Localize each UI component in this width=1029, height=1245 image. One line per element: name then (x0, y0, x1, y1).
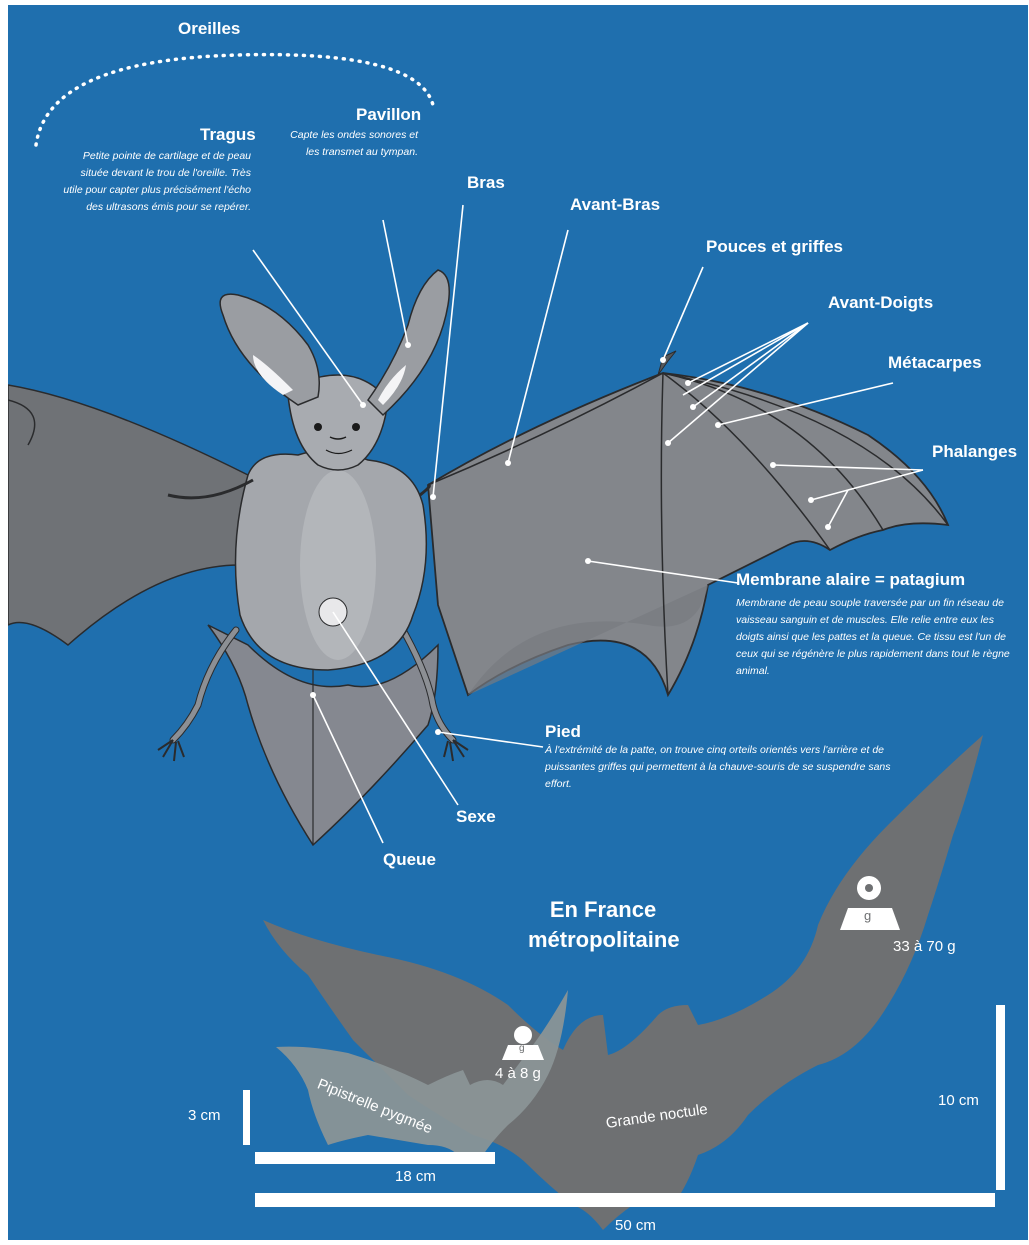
label-sexe: Sexe (456, 807, 496, 827)
right-foot (444, 740, 468, 761)
bat-anatomy-infographic: Oreilles Pavillon Capte les ondes sonore… (8, 5, 1028, 1240)
large-bat-span: 50 cm (615, 1217, 656, 1234)
ruler-18cm (255, 1152, 495, 1164)
pavillon-description: Capte les ondes sonores et les transmet … (283, 127, 418, 161)
label-pied: Pied (545, 722, 581, 742)
label-pavillon: Pavillon (356, 105, 421, 125)
weight-icon-large-letter: g (864, 908, 871, 923)
label-avant-doigts: Avant-Doigts (828, 293, 933, 313)
membrane-description: Membrane de peau souple traversée par un… (736, 595, 1021, 680)
large-bat-weight: 33 à 70 g (893, 938, 956, 955)
pied-description: À l'extrémité de la patte, on trouve cin… (545, 742, 900, 793)
label-bras: Bras (467, 173, 505, 193)
ruler-50cm (255, 1193, 995, 1207)
tragus-description: Petite pointe de cartilage et de peau si… (63, 148, 251, 216)
left-wing (8, 385, 248, 645)
large-bat-height: 10 cm (938, 1092, 979, 1109)
right-eye (352, 423, 360, 431)
label-pouces-griffes: Pouces et griffes (706, 237, 843, 257)
ruler-10cm (996, 1005, 1005, 1190)
weight-icon-small-letter: g (519, 1043, 525, 1054)
small-bat-span: 18 cm (395, 1168, 436, 1185)
small-bat-weight: 4 à 8 g (495, 1065, 541, 1082)
label-queue: Queue (383, 850, 436, 870)
label-oreilles: Oreilles (178, 19, 240, 39)
ruler-3cm (243, 1090, 250, 1145)
label-avant-bras: Avant-Bras (570, 195, 660, 215)
label-tragus: Tragus (200, 125, 256, 145)
thumb-claw (658, 351, 676, 375)
label-membrane-alaire: Membrane alaire = patagium (736, 570, 965, 590)
left-ear (220, 294, 319, 405)
left-eye (314, 423, 322, 431)
label-phalanges: Phalanges (932, 442, 1017, 462)
small-bat-height: 3 cm (188, 1107, 221, 1124)
left-foot (158, 740, 184, 761)
label-metacarpes: Métacarpes (888, 353, 982, 373)
comparison-title: En France métropolitaine (528, 895, 678, 955)
